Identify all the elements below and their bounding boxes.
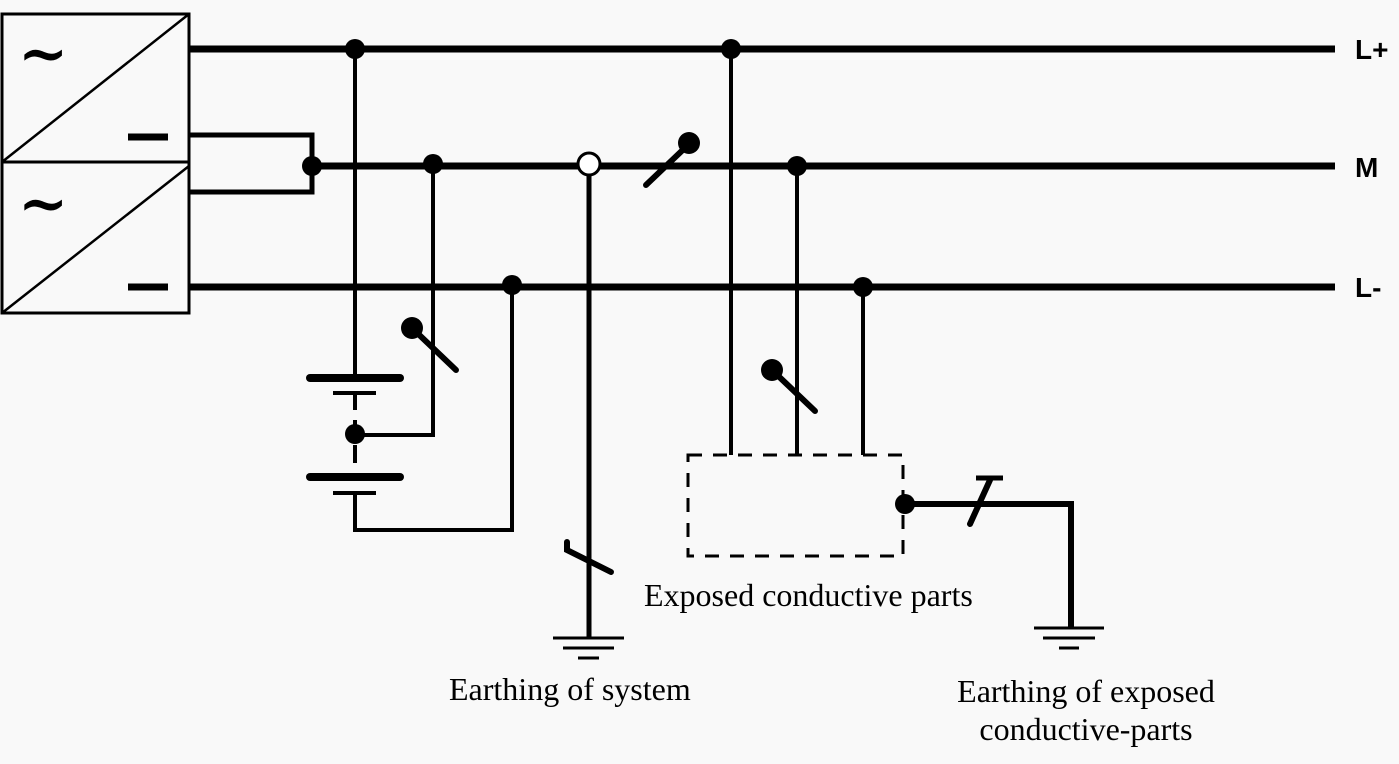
- junction-dot: [787, 156, 807, 176]
- pe-link-mark-slash: [967, 477, 993, 527]
- caption-earthing-system: Earthing of system: [449, 671, 691, 707]
- switch-contact-dot: [401, 317, 423, 339]
- junction-dot: [721, 39, 741, 59]
- junction-dot: [423, 154, 443, 174]
- junction-dots: [302, 39, 915, 514]
- rectifier-lower: [0, 160, 191, 315]
- ac-symbol-upper: ~: [18, 19, 68, 89]
- bus-label-l-minus: L-: [1355, 272, 1381, 303]
- switch-contact-dot: [678, 132, 700, 154]
- system-earthing-open-node: [576, 151, 602, 177]
- protective-earth-conductor: [905, 501, 1074, 628]
- bus-label-m: M: [1355, 152, 1378, 183]
- junction-dot: [345, 39, 365, 59]
- caption-earthing-exposed-1: Earthing of exposed: [957, 673, 1215, 709]
- switch-contact-dot: [761, 359, 783, 381]
- junction-dot: [302, 156, 322, 176]
- ac-symbol-lower: ~: [18, 169, 68, 239]
- caption-earthing-exposed-2: conductive-parts: [979, 711, 1192, 747]
- junction-dot: [502, 275, 522, 295]
- caption-exposed-parts: Exposed conductive parts: [644, 577, 973, 613]
- battery-midpoint-lead: [355, 166, 435, 437]
- junction-dot: [853, 277, 873, 297]
- junction-dot: [895, 494, 915, 514]
- exposed-conductive-parts-box: [686, 453, 905, 558]
- battery-negative-lead: [353, 287, 514, 532]
- junction-dot: [345, 424, 365, 444]
- bus-label-l-plus: L+: [1355, 34, 1388, 65]
- system-earth-link-mark: [564, 539, 614, 575]
- rectifier-midpoint-bracket: [189, 132, 315, 195]
- switch-m-arm: [643, 142, 691, 188]
